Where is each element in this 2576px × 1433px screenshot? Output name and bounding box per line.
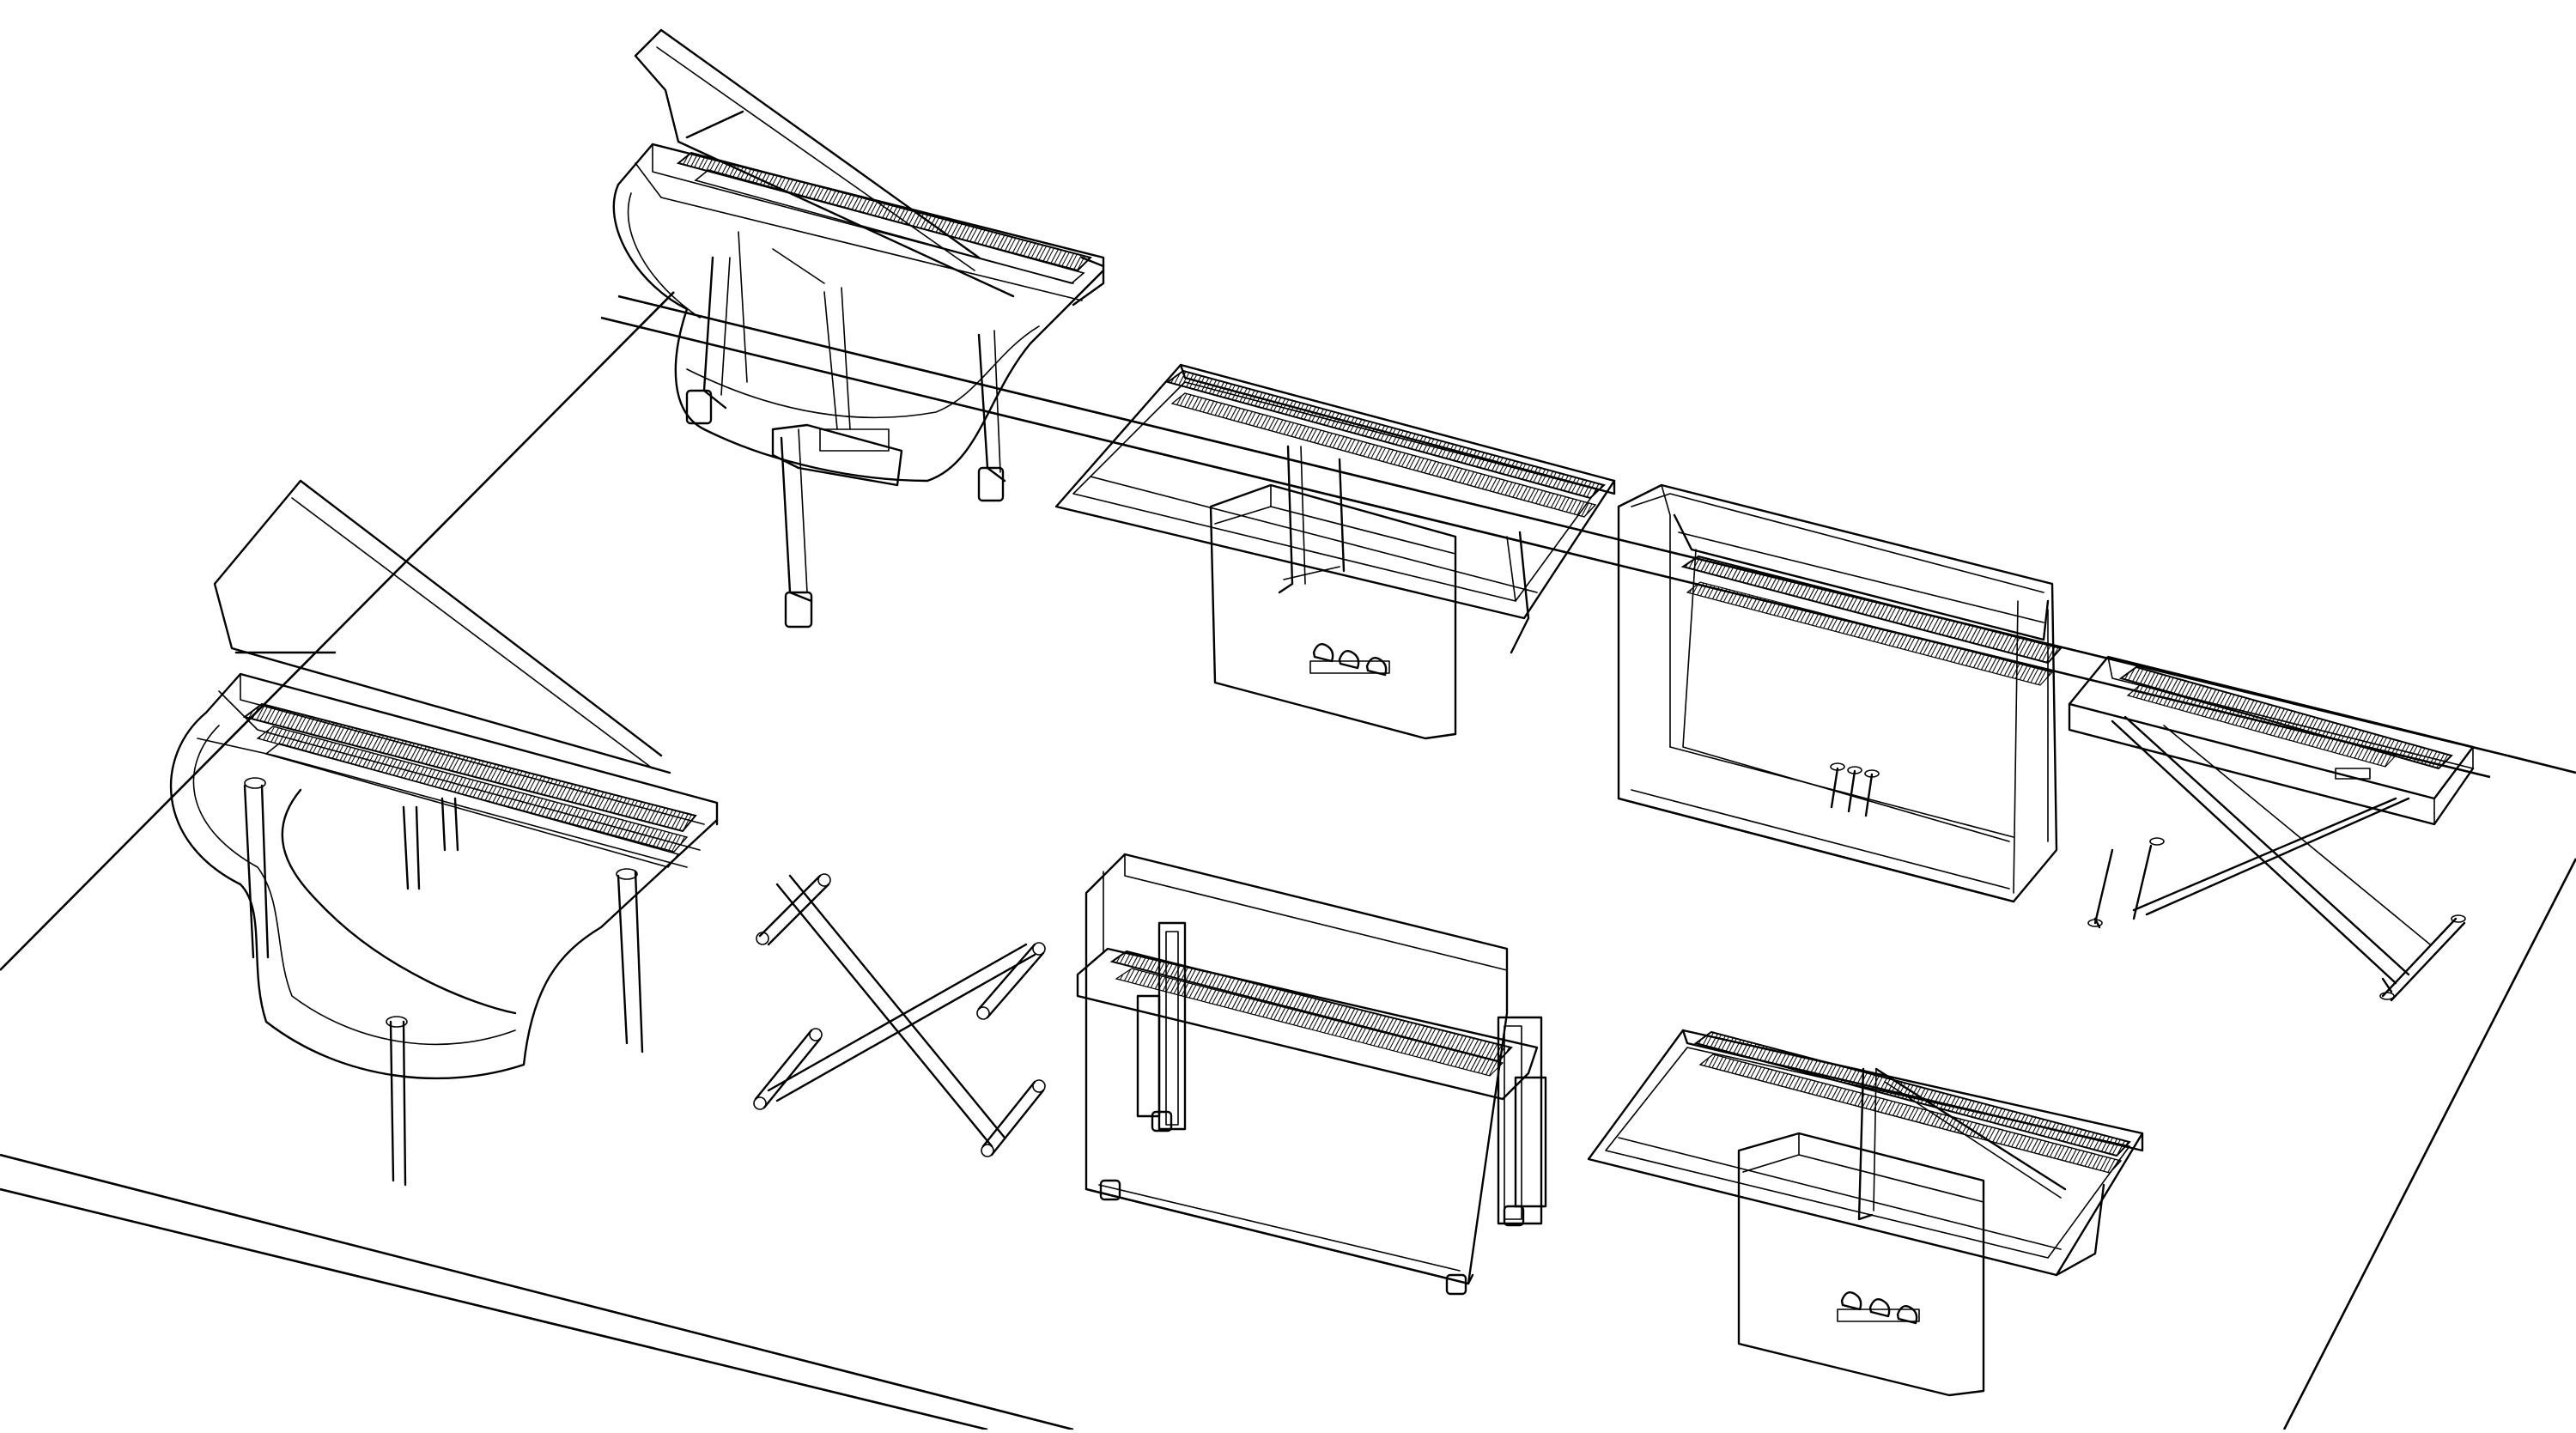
keyboard-x-stand (2068, 655, 2475, 1002)
floor-platform (0, 291, 2576, 1431)
grand-piano-left (169, 479, 719, 1187)
x-stand-center (753, 873, 1046, 1157)
grand-piano-top (612, 28, 1105, 628)
digital-piano-bottom (1587, 1029, 2144, 1397)
digital-piano-top (1054, 363, 1616, 740)
upright-piano (1617, 483, 2063, 903)
stage-piano-cabinet (1076, 853, 1547, 1296)
